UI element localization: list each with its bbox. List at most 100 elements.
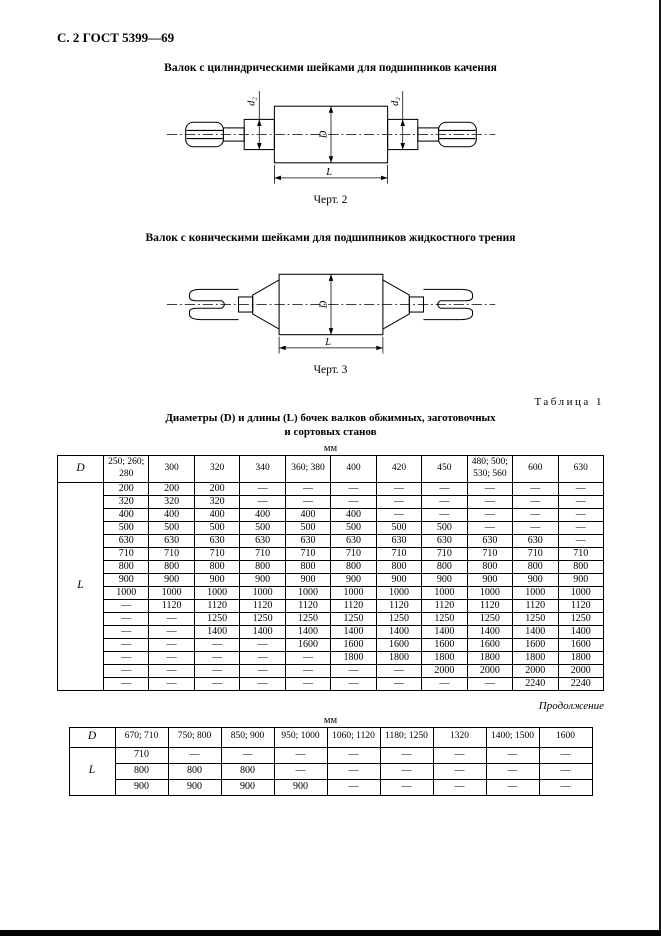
table-cell: — [193,676,241,691]
table-cell: 1000 [466,585,514,600]
table-cell: — [148,663,195,678]
table-cell: 400 [239,507,286,522]
table-cell: 710 [375,546,423,561]
table-cell: 1600 [466,637,514,652]
table-cell: 1800 [375,650,423,665]
table-cell: 1000 [148,585,195,600]
table-cell: 900 [102,572,150,587]
table-cell: 320 [193,494,241,509]
table-cell: 800 [330,559,377,574]
table-cell: 900 [193,572,241,587]
column-header: 950; 1000 [273,726,328,748]
table-cell: 630 [512,533,559,548]
table-cell: 320 [102,494,150,509]
table-cell: — [557,494,605,509]
table-cell: 1400 [193,624,241,639]
table-cell: 200 [148,481,195,496]
table-cell: — [102,663,150,678]
table-cell: 2000 [557,663,605,678]
table-cell: — [466,507,514,522]
table-cell: 1400 [421,624,468,639]
table-cell: — [485,778,540,796]
table-cell: — [375,663,423,678]
table-cell: — [102,650,150,665]
table-cell: 710 [421,546,468,561]
table-cell: 1600 [512,637,559,652]
table-cell: — [512,494,559,509]
table-cell: 400 [102,507,150,522]
column-header: 480; 500; 530; 560 [466,454,514,483]
table-cell: 1400 [512,624,559,639]
table-cell: 900 [284,572,332,587]
table-cell: 500 [284,520,332,535]
table-cell: — [485,762,540,780]
table-cell: 1120 [512,598,559,613]
table-cell: — [538,778,593,796]
table-cell: — [466,494,514,509]
column-header: 1600 [538,726,593,748]
table-cell: 900 [273,778,328,796]
table-cell: — [239,481,286,496]
table-cell: — [421,676,468,691]
table-cell: 800 [193,559,241,574]
table-cell: — [421,494,468,509]
table-cell: — [375,494,423,509]
table-cell: 1250 [375,611,423,626]
column-header: 1180; 1250 [379,726,434,748]
table-cell: — [148,611,195,626]
table-cell: 500 [102,520,150,535]
table-cell: — [239,676,286,691]
table-cell: — [239,637,286,652]
table-cell: 1250 [512,611,559,626]
table-cell: 1000 [330,585,377,600]
page-edge-bottom [0,930,661,936]
table-cell: 1120 [421,598,468,613]
table-cell: 900 [466,572,514,587]
column-header: 250; 260; 280 [102,454,150,483]
corner-header: D [57,454,104,483]
table-cell: 1250 [330,611,377,626]
table-cell: — [379,746,434,764]
table-cell: 630 [330,533,377,548]
table-cell: — [102,676,150,691]
table-cell: 900 [167,778,222,796]
dim-label-L: L [325,167,332,178]
table-cell: 710 [330,546,377,561]
table-cell: 630 [193,533,241,548]
column-header: 340 [239,454,286,483]
table-cell: 200 [102,481,150,496]
table-cell: — [421,481,468,496]
row-group-label: L [57,481,104,691]
table-cell: 1120 [330,598,377,613]
table-cell: 710 [102,546,150,561]
table-cell: 400 [148,507,195,522]
table-cell: 1800 [330,650,377,665]
table-cell: 200 [193,481,241,496]
table-cell: 710 [239,546,286,561]
table-cell: 1600 [557,637,605,652]
table-cell: 2240 [512,676,559,691]
column-header: 300 [148,454,195,483]
table-cell: — [326,778,381,796]
table-cell: 400 [193,507,241,522]
table-cell: — [330,481,377,496]
table-cell: 630 [421,533,468,548]
table-cell: — [102,598,150,613]
table-cell: 1400 [557,624,605,639]
table-cell: 1800 [557,650,605,665]
table-cell: 1120 [375,598,423,613]
column-header: 1320 [432,726,487,748]
table-cell: — [239,650,286,665]
table-cell: — [284,676,332,691]
